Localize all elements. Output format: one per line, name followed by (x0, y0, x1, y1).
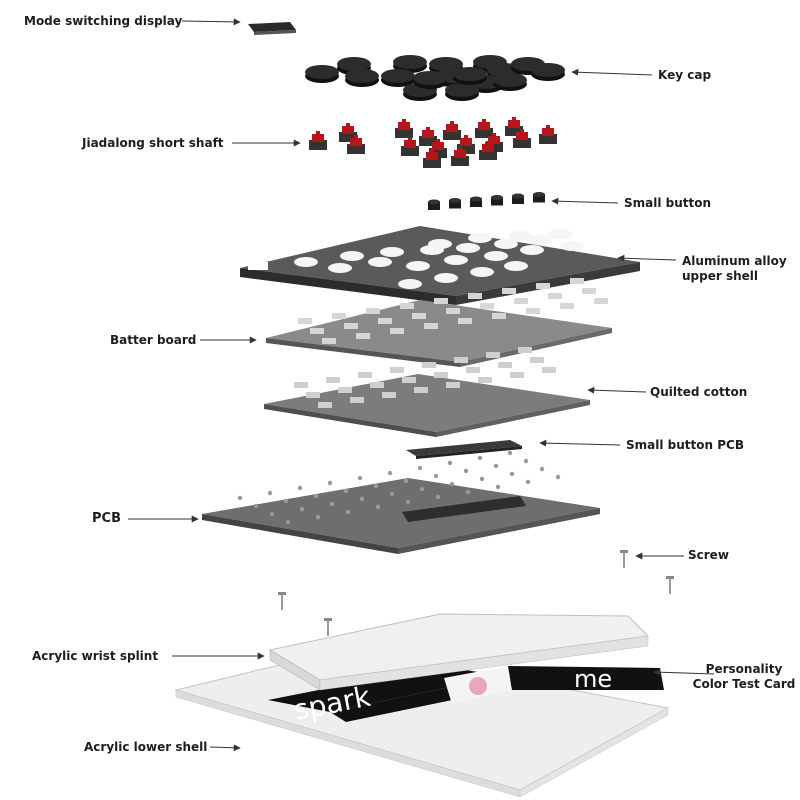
small-button-pcb-part (406, 440, 522, 459)
label-pcb: PCB (92, 511, 121, 526)
pcb-part (202, 450, 600, 554)
label-aluminum-alloy-upper-shell: Aluminum alloy upper shell (682, 254, 787, 284)
label-personality-line2: Color Test Card (692, 677, 796, 691)
label-mode-switching-display: Mode switching display (24, 14, 183, 28)
card-text-right: me (574, 665, 612, 693)
aluminum-upper-shell-part (240, 226, 640, 305)
label-aluminum-line2: upper shell (682, 269, 759, 283)
label-acrylic-wrist-splint: Acrylic wrist splint (32, 649, 159, 663)
label-small-button-pcb: Small button PCB (626, 438, 744, 452)
acrylic-wrist-splint-part (268, 613, 650, 691)
jiadalong-short-shaft-part (309, 117, 557, 168)
small-button-part (428, 192, 545, 210)
key-cap-part (305, 55, 565, 101)
acrylic-lower-shell-part (174, 647, 670, 798)
label-key-cap: Key cap (658, 68, 712, 82)
label-screw: Screw (688, 548, 729, 562)
label-aluminum-line1: Aluminum alloy (682, 254, 787, 268)
quilted-cotton-part (264, 347, 590, 437)
label-small-button: Small button (624, 196, 712, 210)
label-personality-line1: Personality (705, 662, 783, 676)
label-batter-board: Batter board (110, 333, 197, 347)
label-jiadalong-short-shaft: Jiadalong short shaft (82, 136, 224, 150)
label-acrylic-lower-shell: Acrylic lower shell (84, 740, 208, 754)
label-personality-color-test-card: Personality Color Test Card (690, 662, 798, 692)
label-quilted-cotton: Quilted cotton (650, 385, 748, 399)
batter-board-part (266, 278, 612, 367)
mode-switching-display-part (248, 22, 296, 35)
screw-part (278, 550, 674, 636)
leader-lines (128, 18, 715, 752)
